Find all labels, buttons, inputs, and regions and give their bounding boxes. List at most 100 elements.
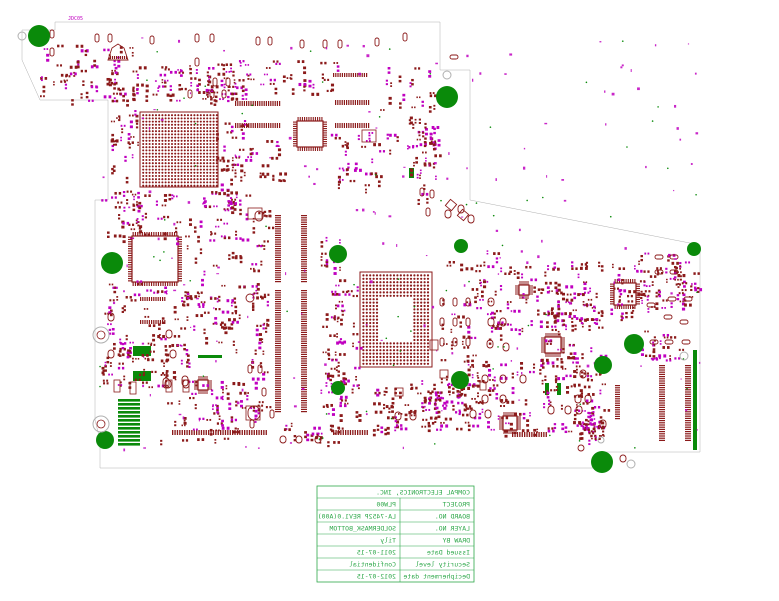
bga-cpu-ball: [362, 325, 365, 328]
bga-pch-ball: [193, 117, 196, 120]
bga-cpu-ball: [369, 318, 372, 321]
bga-cpu-ball: [362, 338, 365, 342]
bga-cpu-ball: [382, 291, 385, 294]
bga-cpu-ball: [362, 277, 365, 280]
bga-pch-ball: [212, 162, 215, 165]
bga-pch-ball: [158, 123, 161, 126]
bga-pch-ball: [174, 178, 177, 181]
bga-cpu-ball: [369, 359, 372, 362]
bga-cpu-ball: [369, 298, 372, 301]
bga-pch-ball: [186, 181, 190, 184]
bga-pch-ball: [158, 184, 161, 187]
bga-cpu-ball: [372, 359, 375, 362]
bga-pch-ball: [161, 123, 164, 126]
bga-cpu-ball: [362, 281, 365, 284]
bga-pch-ball: [151, 136, 154, 139]
bga-cpu-ball: [379, 281, 382, 284]
bga-pch-ball: [154, 139, 158, 142]
bga-cpu-ball: [372, 291, 375, 294]
bga-pch-ball: [174, 171, 177, 174]
bga-pch-ball: [164, 114, 167, 117]
bga-pch-outline: [139, 111, 219, 188]
title-block-label: DRAW BY: [443, 537, 470, 545]
bga-pch-ball: [164, 146, 167, 149]
bga-pch-ball: [167, 142, 170, 146]
bga-pch-ball: [199, 117, 202, 120]
bga-pch-ball: [164, 152, 167, 155]
bga-pch-ball: [190, 117, 193, 120]
bga-cpu-ball: [369, 342, 372, 345]
bga-cpu-ball: [362, 301, 365, 304]
bga-pch-ball: [193, 174, 196, 178]
bga-cpu-ball: [379, 352, 382, 355]
bga-cpu-ball: [372, 335, 375, 338]
bga-pch-ball: [212, 158, 215, 162]
bga-cpu-ball: [372, 342, 375, 345]
bga-cpu-ball: [362, 362, 365, 365]
bga-pch-ball: [151, 181, 154, 184]
bga-pch-ball: [196, 130, 199, 133]
bga-pch-ball: [174, 165, 177, 168]
bga-pch-ball: [148, 142, 151, 146]
bga-pch-ball: [209, 130, 212, 133]
bga-pch-ball: [202, 139, 206, 142]
bga-pch-ball: [209, 152, 212, 155]
bga-pch-ball: [190, 184, 193, 187]
bga-pch-ball: [177, 126, 180, 130]
bga-pch-ball: [202, 158, 206, 162]
bga-pch-ball: [202, 168, 206, 171]
bga-pch-ball: [170, 152, 174, 155]
bga-pch-ball: [193, 171, 196, 174]
bga-cpu-ball: [362, 349, 365, 352]
bga-cpu-ball: [369, 284, 372, 287]
bga-cpu-ball: [365, 281, 368, 284]
bga-cpu-ball: [365, 274, 368, 277]
bga-pch-ball: [196, 174, 199, 178]
bga-pch-ball: [215, 142, 218, 146]
bga-cpu-ball: [362, 318, 365, 321]
bga-pch-ball: [142, 165, 145, 168]
bga-cpu-ball: [369, 304, 372, 308]
bga-pch-ball: [215, 152, 218, 155]
bga-pch-ball: [154, 162, 158, 165]
bga-pch-ball: [142, 155, 145, 158]
bga-pch-ball: [190, 114, 193, 117]
bga-cpu-ball: [382, 345, 385, 348]
bga-pch-ball: [209, 168, 212, 171]
bga-cpu-ball: [365, 325, 368, 328]
bga-pch-ball: [177, 117, 180, 120]
bga-pch-ball: [202, 174, 206, 178]
bga-pch-ball: [174, 168, 177, 171]
bga-pch-ball: [142, 120, 145, 123]
bga-cpu-ball: [375, 328, 379, 331]
bga-pch-ball: [196, 136, 199, 139]
bga-pch-ball: [196, 133, 199, 136]
bga-cpu-ball: [375, 284, 379, 287]
bga-pch-ball: [177, 168, 180, 171]
bga-pch-ball: [174, 162, 177, 165]
bga-pch-ball: [186, 168, 190, 171]
bga-pch-ball: [206, 149, 209, 152]
bga-pch-ball: [183, 165, 186, 168]
bga-pch-ball: [167, 165, 170, 168]
bga-pch-ball: [174, 155, 177, 158]
bga-pch-ball: [180, 184, 183, 187]
bga-pch-ball: [215, 130, 218, 133]
bga-cpu-ball: [365, 301, 368, 304]
bga-pch-ball: [142, 171, 145, 174]
bga-cpu-ball: [369, 345, 372, 348]
bga-pch-ball: [202, 136, 206, 139]
bga-pch-ball: [145, 133, 148, 136]
bga-pch-ball: [161, 120, 164, 123]
bga-pch-ball: [202, 126, 206, 130]
bga-pch-ball: [167, 181, 170, 184]
bga-pch-ball: [167, 126, 170, 130]
bga-pch-ball: [158, 120, 161, 123]
bga-cpu-ball: [372, 328, 375, 331]
bga-pch-ball: [206, 155, 209, 158]
bga-pch-ball: [202, 165, 206, 168]
bga-pch-ball: [199, 181, 202, 184]
bga-pch-ball: [180, 174, 183, 178]
bga-cpu-ball: [382, 281, 385, 284]
